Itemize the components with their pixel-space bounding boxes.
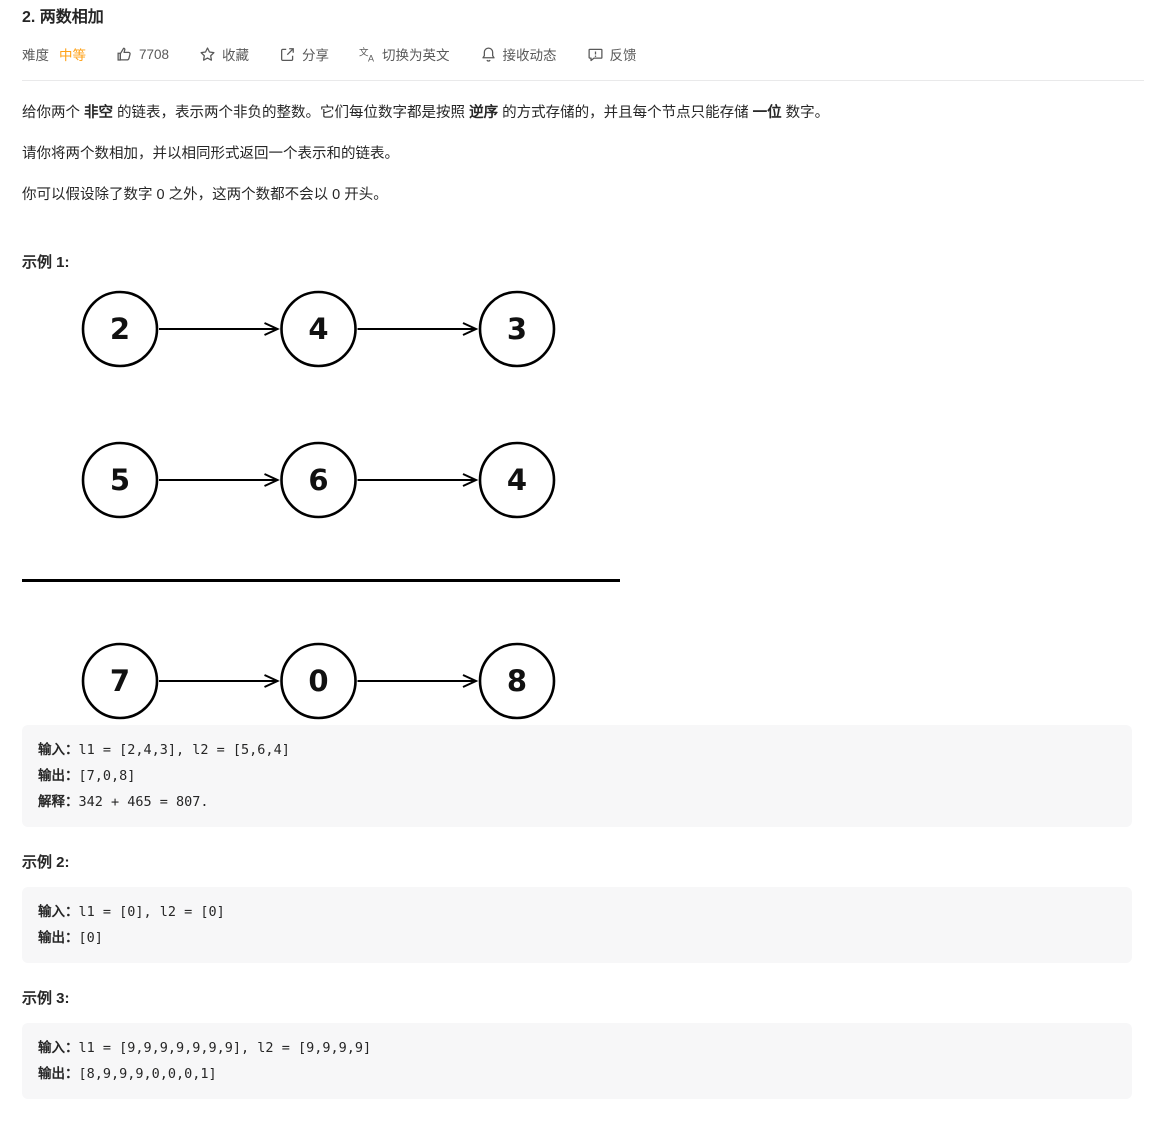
input-value: l1 = [0], l2 = [0] [78,904,225,920]
svg-text:A: A [368,53,374,63]
example-1-header: 示例 1: [22,254,70,271]
example-2-io-block: 输入：l1 = [0], l2 = [0] 输出：[0] [22,887,1132,963]
problem-description: 给你两个 非空 的链表，表示两个非负的整数。它们每位数字都是按照 逆序 的方式存… [22,102,1132,206]
description-text: 数字。 [781,105,830,121]
svg-text:文: 文 [359,46,369,58]
example-3-header: 示例 3: [22,990,70,1007]
input-label: 输入： [38,742,79,757]
linked-list-l2: 5 6 4 [81,441,556,519]
diagram-separator-line [22,579,620,582]
output-value: [0] [78,930,103,946]
share-button[interactable]: 分享 [279,44,329,64]
difficulty-group: 难度 中等 [22,44,86,64]
favorite-label: 收藏 [222,48,250,63]
description-text: 给你两个 [22,105,85,121]
description-paragraph-2: 请你将两个数相加，并以相同形式返回一个表示和的链表。 [22,146,399,162]
svg-text:7: 7 [110,664,130,698]
example-2-input-line: 输入：l1 = [0], l2 = [0] [38,899,1116,925]
thumbs-up-icon [116,46,133,63]
example-3-input-line: 输入：l1 = [9,9,9,9,9,9,9], l2 = [9,9,9,9] [38,1035,1116,1061]
example-2-output-line: 输出：[0] [38,925,1116,951]
output-label: 输出： [38,768,79,783]
svg-text:6: 6 [308,463,328,497]
description-text: 的链表，表示两个非负的整数。它们每位数字都是按照 [113,105,470,121]
description-text: 的方式存储的，并且每个节点只能存储 [498,105,753,121]
explanation-value: 342 + 465 = 807. [78,794,209,810]
input-label: 输入： [38,1040,79,1055]
linked-list-sum: 7 0 8 [81,642,556,720]
example-3-io-block: 输入：l1 = [9,9,9,9,9,9,9], l2 = [9,9,9,9] … [22,1023,1132,1099]
description-bold-reverse: 逆序 [469,105,499,121]
example-1-explanation-line: 解释：342 + 465 = 807. [38,789,1116,815]
output-label: 输出： [38,930,79,945]
description-paragraph-1: 给你两个 非空 的链表，表示两个非负的整数。它们每位数字都是按照 逆序 的方式存… [22,102,1132,124]
difficulty-badge[interactable]: 中等 [59,48,86,63]
svg-text:5: 5 [110,463,130,497]
description-bold-one-digit: 一位 [752,105,782,121]
like-button[interactable]: 7708 [116,46,169,63]
svg-text:2: 2 [110,312,130,346]
output-value: [8,9,9,9,0,0,0,1] [78,1066,217,1082]
output-label: 输出： [38,1066,79,1081]
svg-text:0: 0 [308,664,328,698]
output-value: [7,0,8] [78,768,136,784]
difficulty-label: 难度 [22,48,49,63]
example-3-output-line: 输出：[8,9,9,9,0,0,0,1] [38,1061,1116,1087]
example-1-output-line: 输出：[7,0,8] [38,763,1116,789]
bell-icon [480,46,497,63]
example-1-diagram: 2 4 3 5 6 4 7 0 8 [22,277,1132,733]
feedback-button[interactable]: 反馈 [587,44,637,64]
example-1-input-line: 输入：l1 = [2,4,3], l2 = [5,6,4] [38,737,1116,763]
like-count: 7708 [139,46,170,62]
feedback-label: 反馈 [609,48,637,63]
share-icon [279,46,296,63]
input-value: l1 = [2,4,3], l2 = [5,6,4] [78,742,290,758]
svg-text:8: 8 [507,664,527,698]
example-1-io-block: 输入：l1 = [2,4,3], l2 = [5,6,4] 输出：[7,0,8]… [22,725,1132,827]
example-2-header: 示例 2: [22,854,70,871]
description-paragraph-3: 你可以假设除了数字 0 之外，这两个数都不会以 0 开头。 [22,187,388,203]
svg-text:4: 4 [507,463,527,497]
favorite-button[interactable]: 收藏 [199,44,249,64]
feedback-icon [587,46,604,63]
problem-title: 2. 两数相加 [22,9,104,26]
subscribe-button[interactable]: 接收动态 [480,44,557,64]
subscribe-label: 接收动态 [502,48,557,63]
explanation-label: 解释： [38,794,79,809]
star-icon [199,46,216,63]
linked-list-l1: 2 4 3 [81,290,556,368]
share-label: 分享 [302,48,330,63]
translate-label: 切换为英文 [382,48,450,63]
description-bold-nonempty: 非空 [84,105,114,121]
svg-text:3: 3 [507,312,527,346]
header-divider [22,80,1144,81]
svg-text:4: 4 [308,312,328,346]
input-label: 输入： [38,904,79,919]
input-value: l1 = [9,9,9,9,9,9,9], l2 = [9,9,9,9] [78,1040,372,1056]
